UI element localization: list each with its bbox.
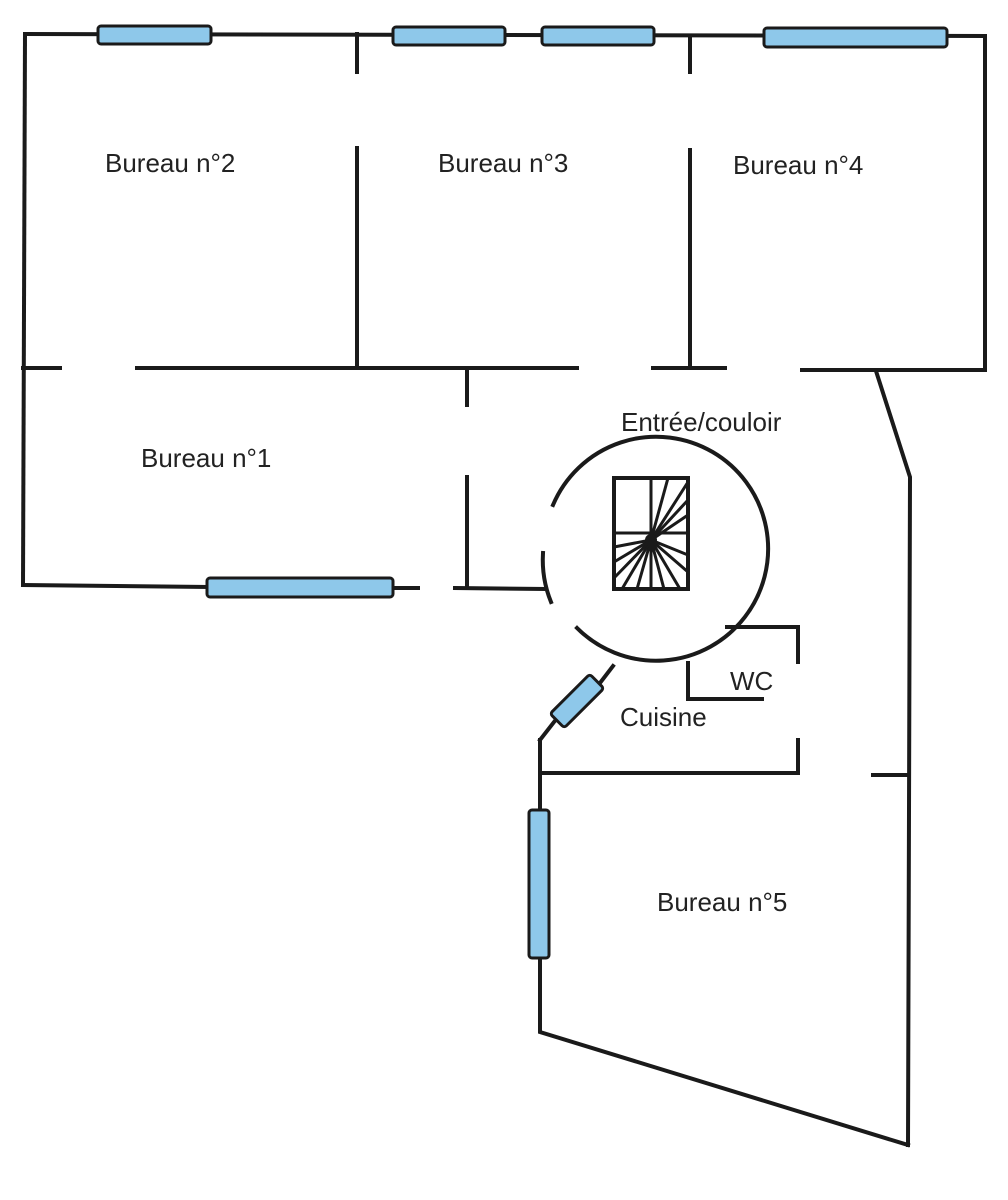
- room-label-bureau-5: Bureau n°5: [657, 887, 787, 917]
- wall-right-diagonal: [873, 368, 913, 1148]
- window-b5: [527, 808, 551, 960]
- walls: [20, 31, 988, 1148]
- wall-bottom-corridor: [452, 585, 548, 592]
- room-label-bureau-3: Bureau n°3: [438, 148, 568, 178]
- room-labels: Bureau n°2 Bureau n°3 Bureau n°4 Bureau …: [105, 148, 863, 917]
- window-b3-left: [391, 25, 507, 47]
- room-label-bureau-4: Bureau n°4: [733, 150, 863, 180]
- staircase: [540, 434, 771, 663]
- stair-circle-left: [540, 550, 554, 605]
- room-label-cuisine: Cuisine: [620, 702, 707, 732]
- room-label-wc: WC: [730, 666, 773, 696]
- wall-bottom-b1: [20, 582, 211, 590]
- room-label-bureau-2: Bureau n°2: [105, 148, 235, 178]
- window-kitchen: [549, 673, 605, 729]
- wall-bottom-b5: [538, 953, 911, 1148]
- room-label-entree-couloir: Entrée/couloir: [621, 407, 782, 437]
- stair-circle: [550, 434, 771, 663]
- wall-wc-left: [686, 661, 764, 701]
- wall-wc-top: [725, 625, 800, 664]
- wall-kitchen-diag-stub: [537, 719, 557, 743]
- wall-left: [20, 31, 28, 588]
- window-b4: [762, 26, 949, 49]
- windows: [96, 24, 949, 960]
- wall-kitchen-diag-top: [597, 663, 616, 686]
- window-b2: [96, 24, 213, 46]
- window-b3-right: [540, 25, 656, 47]
- window-b1: [205, 576, 395, 599]
- spiral-staircase-icon: [612, 476, 690, 591]
- room-label-bureau-1: Bureau n°1: [141, 443, 271, 473]
